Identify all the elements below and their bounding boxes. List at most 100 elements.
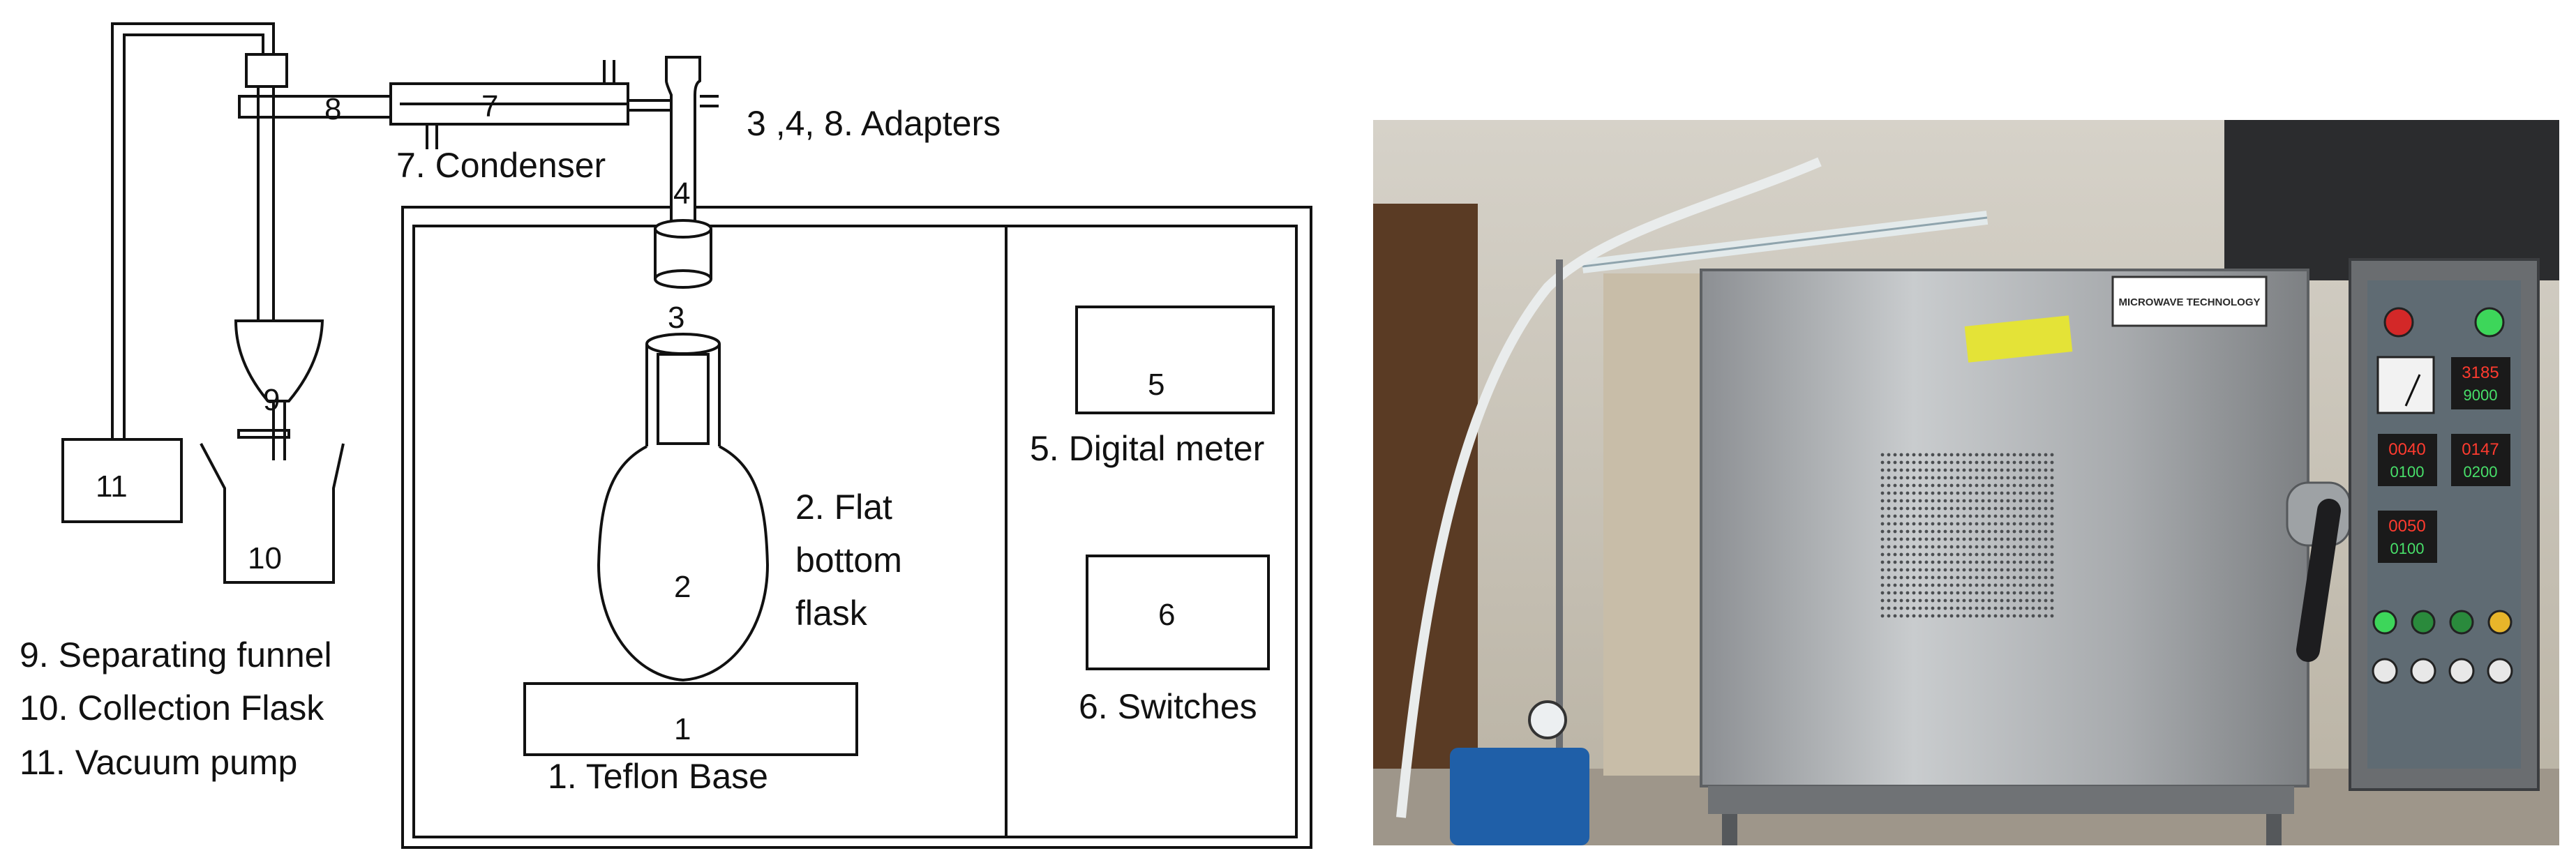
vent-hole	[1937, 606, 1941, 610]
vent-hole	[1887, 483, 1891, 488]
vent-hole	[1956, 537, 1960, 541]
part-number-11: 11	[96, 469, 128, 504]
vent-hole	[1912, 460, 1916, 465]
vent-hole	[1893, 598, 1897, 603]
vent-hole	[2031, 483, 2035, 488]
vacuum-pump-unit	[1450, 748, 1589, 845]
vent-hole	[1918, 614, 1922, 618]
vent-hole	[1949, 560, 1954, 564]
vent-hole	[2019, 499, 2023, 503]
rotary-switch-1	[2372, 658, 2398, 684]
vent-hole	[2044, 583, 2048, 587]
vent-hole	[1975, 529, 1979, 534]
vent-hole	[1931, 460, 1935, 465]
vent-hole	[1949, 514, 1954, 518]
vent-hole	[2031, 491, 2035, 495]
vent-hole	[1931, 560, 1935, 564]
vent-hole	[1987, 598, 1991, 603]
vent-hole	[1949, 614, 1954, 618]
part-number-8: 8	[324, 92, 341, 126]
flask-inner-joint	[657, 353, 710, 445]
vent-hole	[1987, 614, 1991, 618]
vent-hole	[2037, 591, 2042, 595]
vent-hole	[1968, 522, 1972, 526]
part-number-7: 7	[481, 89, 498, 123]
vent-hole	[2031, 545, 2035, 549]
vent-hole	[2019, 529, 2023, 534]
vent-hole	[1943, 476, 1947, 480]
vent-hole	[1918, 552, 1922, 557]
vent-hole	[2031, 468, 2035, 472]
vent-hole	[2044, 514, 2048, 518]
vent-hole	[1893, 491, 1897, 495]
vent-hole	[2037, 560, 2042, 564]
vent-hole	[1887, 598, 1891, 603]
vent-hole	[2006, 460, 2010, 465]
vent-hole	[1918, 591, 1922, 595]
vent-hole	[2019, 476, 2023, 480]
vent-hole	[1949, 491, 1954, 495]
vent-hole	[1918, 460, 1922, 465]
vent-hole	[1905, 529, 1910, 534]
vent-hole	[1893, 591, 1897, 595]
door-handle	[2296, 499, 2341, 662]
vent-hole	[2019, 560, 2023, 564]
vent-hole	[1887, 529, 1891, 534]
vent-hole	[2000, 606, 2004, 610]
vent-hole	[1924, 514, 1929, 518]
vent-hole	[2037, 460, 2042, 465]
vent-hole	[1968, 598, 1972, 603]
vent-hole	[2031, 552, 2035, 557]
vent-hole	[1924, 453, 1929, 457]
vent-hole	[1962, 514, 1966, 518]
vent-hole	[1987, 545, 1991, 549]
vent-hole	[2000, 453, 2004, 457]
vent-hole	[2006, 499, 2010, 503]
vent-hole	[1893, 560, 1897, 564]
vent-hole	[1993, 499, 1998, 503]
vent-hole	[1949, 575, 1954, 580]
vent-hole	[1937, 453, 1941, 457]
vent-hole	[1899, 568, 1903, 572]
vent-hole	[2025, 468, 2029, 472]
vent-hole	[2006, 568, 2010, 572]
digital-display-4-top: 0050	[2388, 517, 2425, 536]
digital-display-1	[2451, 357, 2510, 409]
vent-hole	[1912, 568, 1916, 572]
vent-hole	[2037, 506, 2042, 511]
digital-display-3	[2451, 434, 2510, 486]
vent-hole	[2044, 529, 2048, 534]
vent-hole	[1943, 598, 1947, 603]
vent-hole	[1956, 575, 1960, 580]
vent-hole	[1918, 529, 1922, 534]
vent-hole	[2044, 499, 2048, 503]
vent-hole	[2025, 552, 2029, 557]
vent-hole	[1893, 506, 1897, 511]
vent-hole	[1931, 552, 1935, 557]
vent-hole	[2012, 614, 2016, 618]
vent-hole	[1993, 483, 1998, 488]
vent-hole	[1937, 506, 1941, 511]
digital-display-1-bottom: 9000	[2464, 386, 2498, 404]
vent-hole	[2031, 499, 2035, 503]
vent-hole	[1931, 476, 1935, 480]
vent-hole	[1981, 583, 1985, 587]
vent-hole	[1880, 506, 1885, 511]
vent-hole	[2000, 491, 2004, 495]
vent-hole	[2006, 598, 2010, 603]
vent-hole	[1962, 537, 1966, 541]
vent-hole	[1924, 591, 1929, 595]
vent-hole	[1962, 598, 1966, 603]
vent-hole	[1887, 468, 1891, 472]
vent-hole	[1956, 476, 1960, 480]
part-number-3: 3	[668, 301, 684, 335]
vent-hole	[1993, 529, 1998, 534]
vent-hole	[2012, 529, 2016, 534]
vent-hole	[1981, 453, 1985, 457]
label-vacuum-pump: 11. Vacuum pump	[20, 743, 297, 782]
vent-hole	[1975, 591, 1979, 595]
vent-hole	[1880, 468, 1885, 472]
vent-hole	[1905, 598, 1910, 603]
vent-hole	[2000, 529, 2004, 534]
vent-hole	[2031, 614, 2035, 618]
